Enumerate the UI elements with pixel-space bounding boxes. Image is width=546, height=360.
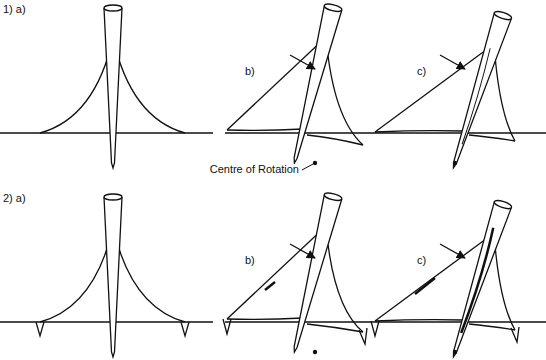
panel-label: 1) a) — [3, 4, 26, 15]
callout-text: Centre of Rotation — [209, 164, 300, 175]
panel-label: 2) a) — [3, 193, 26, 204]
panel-label: b) — [245, 255, 255, 266]
pile-2c — [371, 199, 546, 360]
pile-1b — [225, 3, 390, 166]
pile-2b — [223, 192, 390, 355]
panel-label: c) — [417, 255, 426, 266]
pile-1a — [0, 5, 213, 168]
panel-label: c) — [417, 66, 426, 77]
panel-label: b) — [245, 66, 255, 77]
pile-1c — [375, 10, 546, 171]
leader-line — [302, 164, 313, 170]
pile-2a — [0, 194, 213, 357]
